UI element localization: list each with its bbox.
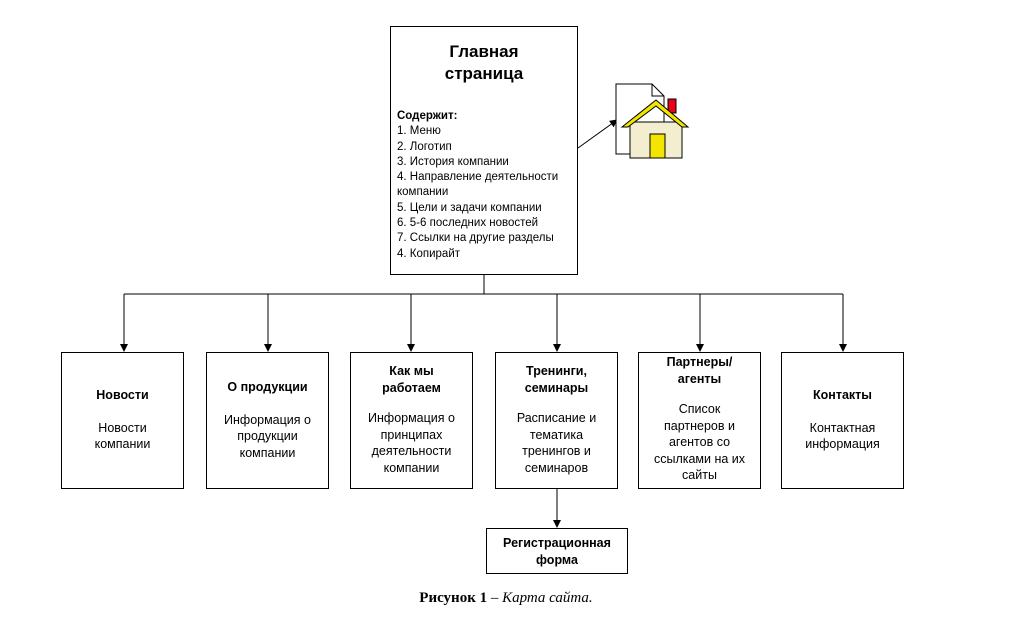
- section-title: Контакты: [813, 388, 872, 402]
- content-item: 3. История компании: [397, 155, 509, 168]
- content-item: 7. Ссылки на другие разделы: [397, 232, 554, 245]
- section-title: Партнеры/ агенты: [666, 355, 733, 386]
- main-page-title: Главная страница: [444, 42, 524, 83]
- section-description: Новости компании: [94, 420, 151, 452]
- section-description: Список партнеров и агентов со ссылками н…: [653, 402, 746, 482]
- caption-text: Карта сайта.: [502, 590, 593, 606]
- content-item: 4. Направление деятельности компании: [397, 171, 559, 199]
- content-item: 1. Меню: [397, 125, 441, 138]
- section-title: О продукции: [227, 380, 308, 394]
- home-page-icon: [612, 82, 690, 162]
- section-description: Информация о принципах деятельности комп…: [368, 411, 455, 475]
- figure-caption: Рисунок 1 – Карта сайта.: [0, 590, 1012, 607]
- contains-label: Содержит:: [397, 110, 458, 122]
- section-title: Тренинги, семинары: [524, 364, 589, 395]
- caption-separator: –: [490, 590, 499, 606]
- section-title: Новости: [96, 388, 149, 402]
- arrow-to-home-icon: [577, 119, 618, 149]
- section-news: Новости Новости компании: [61, 352, 184, 489]
- section-title: Как мы работаем: [382, 364, 441, 395]
- registration-form-label: Регистрационная форма: [503, 536, 611, 567]
- section-partners: Партнеры/ агенты Список партнеров и аген…: [638, 352, 761, 489]
- section-trainings: Тренинги, семинары Расписание и тематика…: [495, 352, 618, 489]
- section-description: Контактная информация: [805, 420, 880, 452]
- main-page-box: Главная страница Содержит: 1. Меню 2. Ло…: [390, 26, 578, 275]
- content-item: 2. Логотип: [397, 140, 452, 153]
- content-item: 4. Копирайт: [397, 247, 461, 260]
- section-products: О продукции Информация о продукции компа…: [206, 352, 329, 489]
- section-how-we-work: Как мы работаем Информация о принципах д…: [350, 352, 473, 489]
- section-contacts: Контакты Контактная информация: [781, 352, 904, 489]
- registration-form-box: Регистрационная форма: [486, 528, 628, 574]
- main-page-contents: Содержит: 1. Меню 2. Логотип 3. История …: [397, 109, 573, 262]
- section-description: Информация о продукции компании: [224, 412, 311, 460]
- content-item: 5. Цели и задачи компании: [397, 201, 542, 214]
- caption-label: Рисунок 1: [419, 590, 488, 606]
- section-description: Расписание и тематика тренингов и семина…: [516, 411, 597, 475]
- content-item: 6. 5-6 последних новостей: [397, 217, 539, 230]
